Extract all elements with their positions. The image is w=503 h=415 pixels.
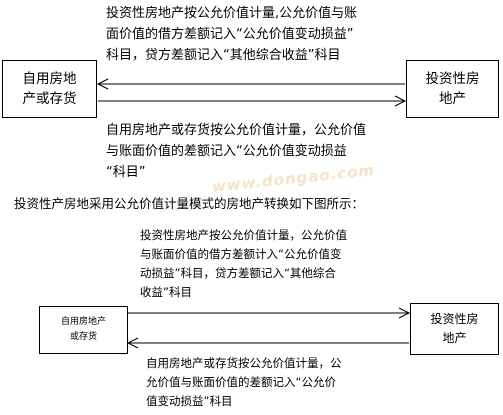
d1-top-note: 投资性房地产按公允价值计量,公允价值与账 面价值的借方差额记入“公允价值变动损益… [106, 6, 358, 63]
d1-right-box-investment-property: 投资性房 地产 [406, 60, 499, 118]
d1-left-box-owner-occupied: 自用房地 产或存货 [2, 60, 97, 118]
d1-right-box-label: 投资性房 地产 [425, 71, 480, 107]
arrow-group [96, 78, 411, 349]
d2-arrow-to-owner-occupied-head [126, 337, 139, 349]
d2-top-note: 投资性房地产按公允价值计量，公允价值 与账面价值的借方差额计入“公允价值变 动损… [140, 228, 347, 299]
d1-arrow-to-investment-property-head [394, 95, 407, 107]
d2-bottom-note: 自用房地产或存货按公允价值计量，公 允价值与账面价值的差额记入“公允价 值变动损… [146, 356, 342, 408]
d1-bottom-note: 自用房地产或存货按公允价值计量，公允价值 与账面价值的差额记入“公允价值变动损益… [106, 123, 367, 180]
d1-left-box-label: 自用房地 产或存货 [22, 71, 77, 107]
d2-left-box-owner-occupied: 自用房地产 或存货 [39, 306, 128, 354]
d2-arrow-to-investment-property-head [398, 307, 411, 319]
d1-arrow-to-owner-occupied-head [96, 78, 109, 90]
d2-right-box-investment-property: 投资性房 地产 [410, 303, 499, 355]
diagram-caption: 投资性产房地采用公允价值计量模式的房地产转换如下图所示： [14, 196, 365, 211]
d2-left-box-label: 自用房地产 或存货 [60, 317, 106, 342]
d2-right-box-label: 投资性房 地产 [430, 312, 479, 345]
